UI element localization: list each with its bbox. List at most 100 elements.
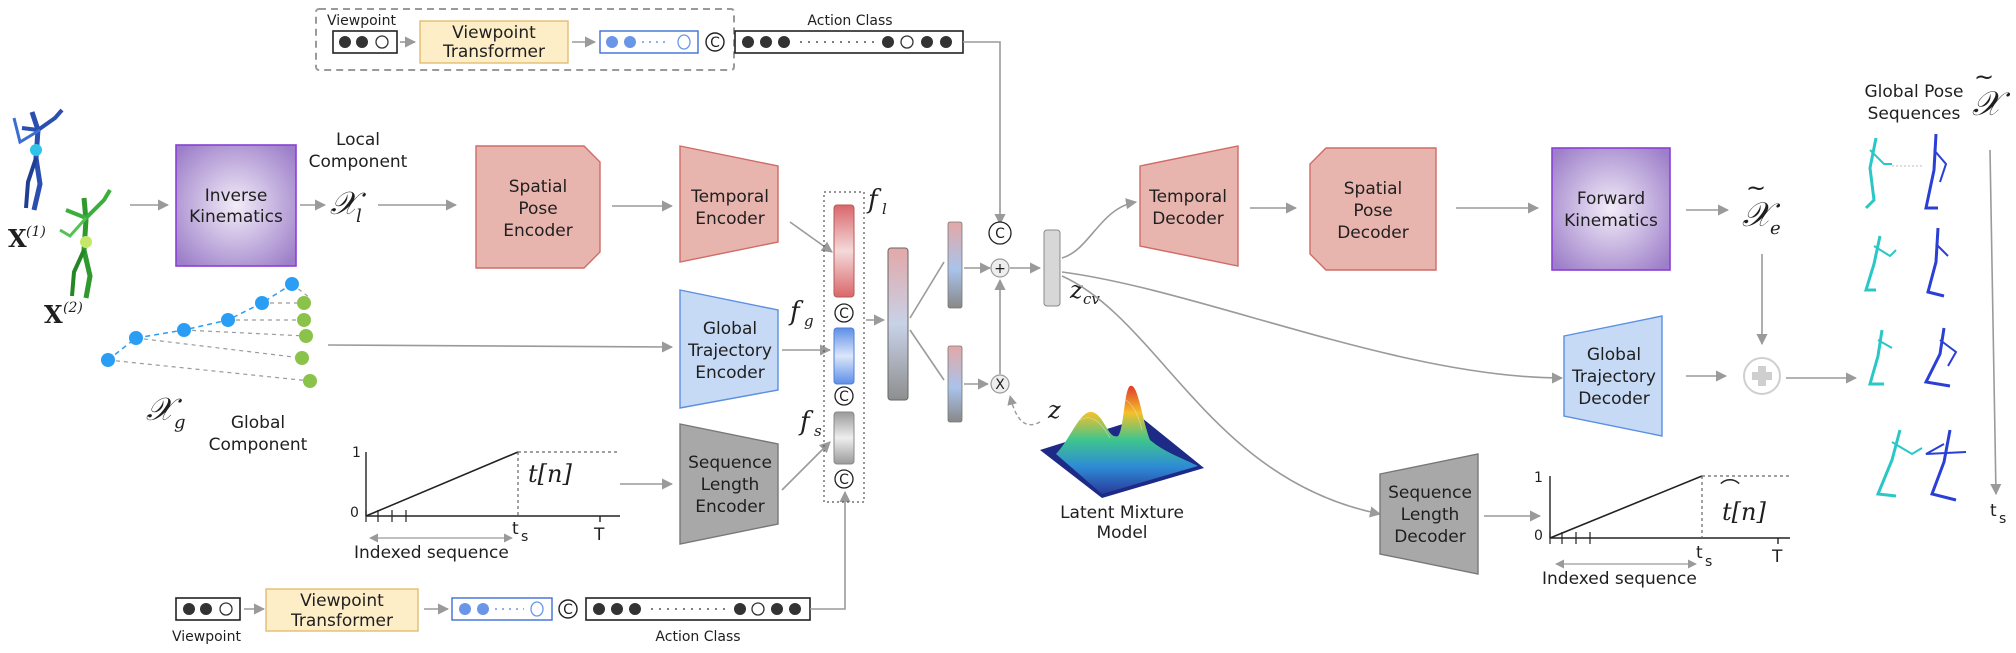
global-component-line2: Component	[209, 435, 308, 455]
input-skeleton-2	[59, 188, 112, 299]
left-index-plot	[365, 451, 620, 543]
svg-text:~: ~	[1746, 174, 1766, 202]
feature-fl-label: f	[866, 185, 882, 215]
svg-text:Temporal: Temporal	[1148, 187, 1227, 207]
svg-text:C: C	[563, 602, 573, 618]
svg-text:s: s	[1999, 511, 2006, 527]
times-node	[990, 374, 1010, 394]
svg-text:Encoder: Encoder	[695, 497, 765, 517]
spatial-pose-decoder	[1309, 147, 1437, 271]
top-transformer-line2: Transformer	[442, 42, 545, 62]
right-index-plot	[1549, 475, 1790, 569]
svg-text:s: s	[814, 422, 822, 440]
svg-text:Length: Length	[701, 475, 760, 495]
svg-text:Decoder: Decoder	[1394, 527, 1466, 547]
input-x1-sup: (1)	[26, 224, 46, 240]
global-trajectory-decoder	[1563, 315, 1663, 437]
svg-text:Length: Length	[1401, 505, 1460, 525]
svg-text:Trajectory: Trajectory	[687, 341, 772, 361]
temporal-decoder	[1139, 145, 1239, 267]
svg-text:e: e	[1770, 218, 1781, 239]
top-viewpoint-label: Viewpoint	[327, 13, 396, 29]
right-indexed-sequence-caption: Indexed sequence	[1542, 569, 1697, 589]
sequence-length-encoder	[679, 423, 779, 545]
feature-concat-frame	[823, 191, 865, 503]
mu-bar	[947, 221, 963, 309]
top-concat-symbol	[705, 32, 725, 52]
global-pose-line2: Sequences	[1868, 104, 1961, 124]
input-x1-label: X	[8, 224, 27, 253]
svg-text:C: C	[839, 472, 849, 488]
plus-node	[990, 258, 1010, 278]
right-tn-label: t[n]	[1722, 498, 1766, 526]
latent-mixture-surface	[1040, 385, 1204, 498]
bottom-viewpoint-label: Viewpoint	[172, 629, 241, 645]
svg-text:Trajectory: Trajectory	[1571, 367, 1656, 387]
left-tn-label: t[n]	[528, 460, 572, 488]
svg-text:C: C	[710, 35, 720, 51]
combined-feature-bar	[887, 247, 909, 401]
svg-text:Sequence: Sequence	[1388, 483, 1472, 503]
svg-text:Encoder: Encoder	[695, 209, 765, 229]
local-component-line2: Component	[309, 152, 408, 172]
svg-text:Sequence: Sequence	[688, 453, 772, 473]
svg-text:Decoder: Decoder	[1578, 389, 1650, 409]
sigma-bar	[947, 345, 963, 423]
svg-text:C: C	[839, 306, 849, 322]
svg-text:Latent Mixture: Latent Mixture	[1060, 503, 1184, 523]
output-pose-sequence	[1863, 133, 1967, 502]
inverse-kinematics-block	[175, 144, 297, 267]
top-viewpoint-group: Viewpoint Viewpoint Transformer C Action…	[315, 8, 1006, 226]
svg-text:+: +	[994, 261, 1006, 277]
zcv-bar	[1043, 229, 1061, 307]
feature-fl-bar	[833, 204, 855, 298]
svg-text:Decoder: Decoder	[1152, 209, 1224, 229]
bottom-action-class-label: Action Class	[655, 629, 740, 645]
top-viewpoint-transformer	[419, 20, 569, 64]
left-ts-label: t	[512, 519, 519, 539]
sequence-length-decoder	[1379, 453, 1479, 575]
top-action-class-label: Action Class	[807, 13, 892, 29]
forward-kinematics-block	[1551, 147, 1671, 271]
temporal-encoder	[679, 145, 779, 263]
global-component-sub: g	[174, 412, 186, 433]
input-x2-sup: (2)	[63, 300, 83, 316]
bottom-viewpoint-group: Viewpoint Viewpoint Transformer C Action…	[172, 490, 851, 645]
input-x2-label: X	[44, 300, 63, 329]
svg-text:~: ~	[1974, 63, 1994, 91]
local-component-line1: Local	[336, 130, 380, 150]
svg-text:Transformer: Transformer	[290, 611, 393, 631]
feature-fg-bar	[833, 327, 855, 385]
feature-fs-label: f	[798, 407, 814, 437]
svg-text:T: T	[593, 525, 605, 545]
svg-text:Spatial: Spatial	[509, 177, 568, 197]
global-trajectory-tree	[101, 277, 317, 388]
global-trajectory-encoder	[679, 289, 779, 409]
svg-text:⌒: ⌒	[1720, 477, 1740, 501]
svg-text:Pose: Pose	[518, 199, 557, 219]
svg-text:s: s	[521, 529, 528, 545]
latent-concat-node	[988, 221, 1012, 245]
svg-text:0: 0	[1534, 528, 1543, 544]
svg-text:Global: Global	[1587, 345, 1641, 365]
svg-text:cv: cv	[1083, 290, 1100, 308]
input-skeleton-1	[12, 108, 64, 211]
svg-text:1: 1	[352, 445, 361, 461]
left-indexed-sequence-caption: Indexed sequence	[354, 543, 509, 563]
svg-text:Pose: Pose	[1353, 201, 1392, 221]
svg-text:s: s	[1705, 554, 1712, 570]
svg-text:0: 0	[350, 505, 359, 521]
svg-text:C: C	[839, 389, 849, 405]
feature-fs-bar	[833, 411, 855, 465]
global-component-line1: Global	[231, 413, 285, 433]
local-component-sub: l	[356, 206, 362, 227]
svg-text:Forward: Forward	[1577, 189, 1645, 209]
spatial-pose-encoder	[475, 145, 601, 269]
svg-text:Encoder: Encoder	[695, 363, 765, 383]
svg-text:Temporal: Temporal	[690, 187, 769, 207]
svg-text:T: T	[1771, 547, 1783, 567]
svg-text:Kinematics: Kinematics	[1564, 211, 1658, 231]
output-ts-label: t	[1990, 501, 1997, 521]
top-transformer-line1: Viewpoint	[452, 23, 536, 43]
svg-text:1: 1	[1534, 470, 1543, 486]
